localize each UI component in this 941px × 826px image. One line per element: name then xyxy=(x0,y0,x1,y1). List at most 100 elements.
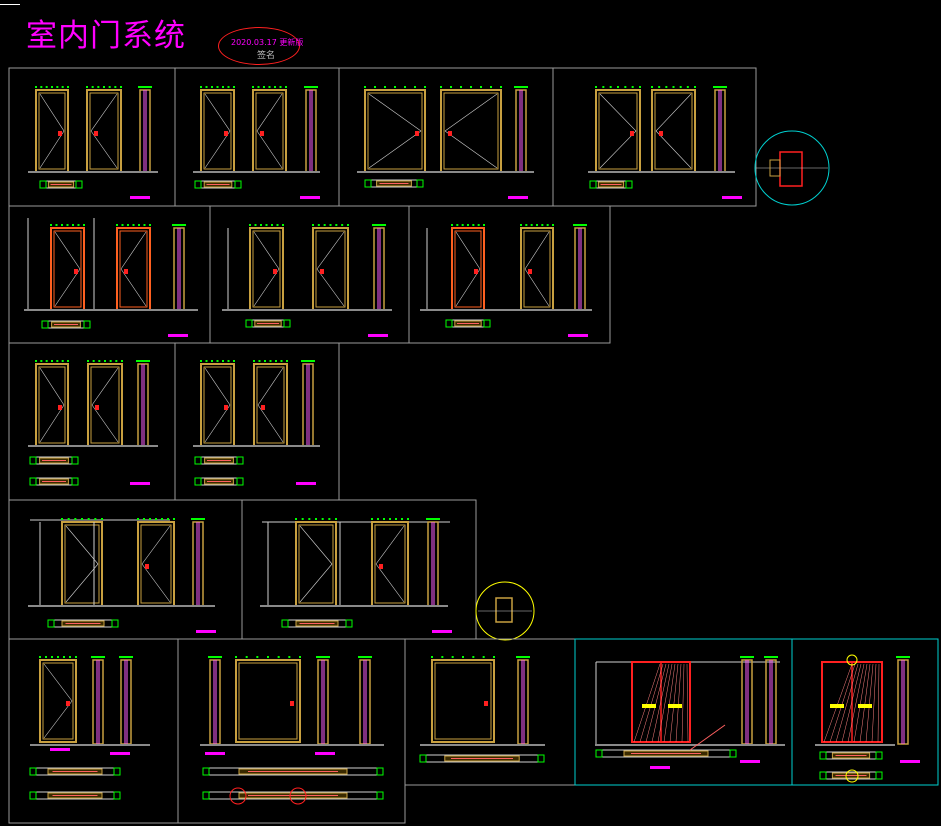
dimension-tick xyxy=(148,360,150,362)
dimension-tick xyxy=(320,656,322,658)
section-frame xyxy=(139,89,151,173)
dimension-tick xyxy=(258,360,261,362)
drawing-number-tag xyxy=(168,334,188,337)
dimension-tick xyxy=(45,360,48,362)
dimension-tick xyxy=(908,656,910,658)
dimension-tick xyxy=(303,360,305,362)
dimension-tick xyxy=(581,224,583,226)
dimension-tick xyxy=(87,360,89,362)
dimension-tick xyxy=(104,360,106,362)
dimension-tick xyxy=(67,360,69,362)
swing-line xyxy=(39,130,65,169)
row2-border xyxy=(8,205,611,344)
glass-hatch xyxy=(877,663,880,743)
door-handle xyxy=(448,131,452,136)
dimension-tick xyxy=(721,86,723,88)
dimension-tick xyxy=(341,224,344,226)
dimension-tick xyxy=(374,224,376,226)
plan-jamb xyxy=(875,751,883,760)
dimension-tick xyxy=(314,86,316,88)
section-frame xyxy=(209,659,221,745)
dimension-tick xyxy=(389,518,391,520)
dimension-tick xyxy=(672,86,675,88)
dimension-tick xyxy=(137,518,139,520)
drawing-number-tag xyxy=(432,630,452,633)
dimension-tick xyxy=(127,224,129,226)
swing-line xyxy=(91,367,119,406)
swing-line xyxy=(257,404,284,443)
detail-callout-circle xyxy=(475,581,535,641)
drawing-number-tag xyxy=(205,752,225,755)
door-leaf xyxy=(38,92,66,170)
dimension-tick xyxy=(201,518,203,520)
dimension-tick xyxy=(143,518,145,520)
dimension-tick xyxy=(536,224,538,226)
dimension-tick xyxy=(404,86,406,88)
door-handle xyxy=(145,564,149,569)
dimension-tick xyxy=(253,360,255,362)
dimension-tick xyxy=(280,360,283,362)
plan-jamb xyxy=(875,771,883,780)
detail-callout-circle xyxy=(754,130,830,206)
swing-line xyxy=(375,525,405,565)
dimension-tick xyxy=(265,224,268,226)
door-handle xyxy=(66,701,70,706)
dimension-tick xyxy=(252,86,254,88)
plan-jamb xyxy=(364,179,372,188)
dimension-tick xyxy=(432,518,434,520)
swing-line xyxy=(54,231,81,270)
dimension-tick xyxy=(372,224,374,226)
plan-jamb xyxy=(29,477,37,486)
dimension-tick xyxy=(267,656,269,658)
dimension-tick xyxy=(83,224,85,226)
swing-line xyxy=(655,93,692,132)
dimension-tick xyxy=(275,360,277,362)
swing-line xyxy=(90,93,118,132)
dimension-tick xyxy=(200,86,202,88)
dimension-tick xyxy=(384,224,386,226)
swing-line xyxy=(253,268,280,307)
door-handle xyxy=(290,701,294,706)
plan-jamb xyxy=(194,456,202,465)
dimension-tick xyxy=(277,656,280,658)
dimension-tick xyxy=(35,86,37,88)
dimension-tick xyxy=(401,518,403,520)
section-frame xyxy=(302,363,314,447)
section-frame xyxy=(897,659,909,745)
door-frame xyxy=(35,363,69,447)
dimension-tick xyxy=(500,86,502,88)
stamp-text: 2020.03.17 更新版 xyxy=(231,38,304,47)
dimension-tick xyxy=(50,224,52,226)
dimension-tick xyxy=(713,86,715,88)
dimension-tick xyxy=(323,224,326,226)
section-frame xyxy=(714,89,726,173)
dimension-tick xyxy=(256,656,259,658)
swing-line xyxy=(524,231,550,270)
dimension-tick xyxy=(764,656,766,658)
dimension-tick xyxy=(286,360,288,362)
door-leaf xyxy=(64,524,100,604)
glass-hatch xyxy=(663,663,676,743)
plan-jamb xyxy=(202,767,210,776)
dimension-tick xyxy=(577,224,579,226)
dimension-tick xyxy=(103,656,105,658)
dimension-tick xyxy=(257,86,260,88)
swing-line xyxy=(39,367,65,406)
plan-jamb xyxy=(71,477,79,486)
dimension-tick xyxy=(480,86,482,88)
door-leaf xyxy=(374,524,406,604)
dimension-tick xyxy=(772,656,774,658)
dimension-tick xyxy=(312,224,314,226)
dimension-tick xyxy=(249,224,251,226)
dimension-tick xyxy=(216,656,218,658)
door-frame xyxy=(249,227,284,311)
dimension-tick xyxy=(94,518,97,520)
door-handle xyxy=(668,704,682,708)
dimension-tick xyxy=(150,86,152,88)
dimension-tick xyxy=(898,656,900,658)
plan-jamb xyxy=(445,319,453,328)
dimension-tick xyxy=(383,518,385,520)
plan-jamb xyxy=(537,754,545,763)
dimension-tick xyxy=(516,656,518,658)
dimension-tick xyxy=(490,86,492,88)
